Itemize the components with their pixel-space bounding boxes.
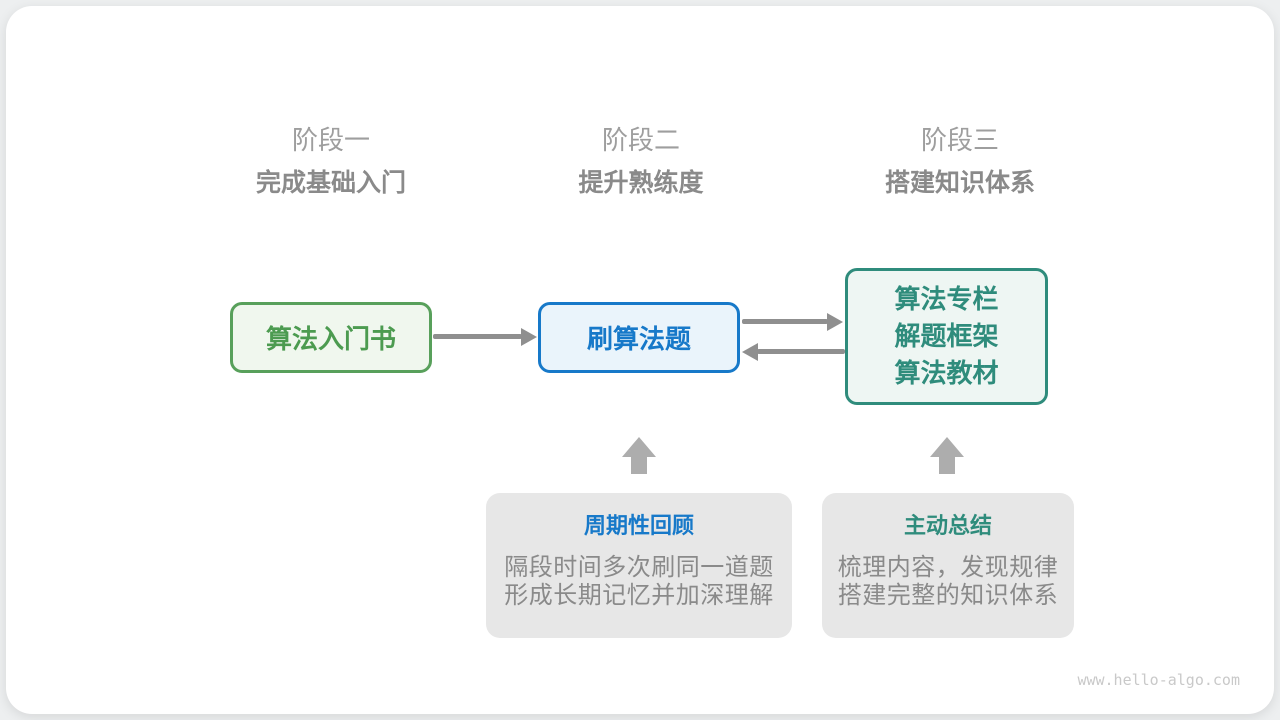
node-resources-line-2: 解题框架 — [894, 321, 999, 351]
up-arrow-2-icon — [930, 437, 964, 457]
note-periodic-review-line-2: 形成长期记忆并加深理解 — [504, 582, 774, 609]
stage-2-label: 阶段二 — [601, 125, 680, 155]
node-practice-problems-label: 刷算法题 — [586, 324, 691, 354]
up-arrow-1-icon — [622, 437, 656, 457]
node-resources-line-3: 算法教材 — [894, 358, 999, 388]
arrow-3-line — [757, 349, 845, 354]
note-active-summary-line-1: 梳理内容，发现规律 — [837, 554, 1059, 581]
up-arrow-2-stem — [939, 456, 955, 474]
node-knowledge-resources: 算法专栏 解题框架 算法教材 — [845, 268, 1048, 405]
stage-1-subtitle: 完成基础入门 — [255, 169, 406, 197]
note-periodic-review-title: 周期性回顾 — [583, 513, 694, 538]
node-intro-book: 算法入门书 — [230, 302, 432, 373]
arrow-1-right-icon — [521, 328, 537, 346]
node-resources-line-1: 算法专栏 — [894, 284, 999, 314]
note-periodic-review-line-1: 隔段时间多次刷同一道题 — [504, 554, 774, 581]
note-active-summary-body: 梳理内容，发现规律 搭建完整的知识体系 — [822, 554, 1074, 610]
node-practice-problems: 刷算法题 — [538, 302, 740, 373]
arrow-3-left-icon — [742, 343, 758, 361]
stage-2-subtitle: 提升熟练度 — [578, 169, 704, 197]
note-active-summary-title: 主动总结 — [903, 513, 992, 538]
note-periodic-review-body: 隔段时间多次刷同一道题 形成长期记忆并加深理解 — [486, 554, 792, 610]
arrow-1-line — [433, 334, 522, 339]
node-intro-book-label: 算法入门书 — [265, 324, 396, 354]
note-periodic-review: 周期性回顾 隔段时间多次刷同一道题 形成长期记忆并加深理解 — [486, 493, 792, 638]
arrow-2-right-icon — [827, 313, 843, 331]
stage-3-subtitle: 搭建知识体系 — [884, 169, 1035, 197]
note-active-summary-line-2: 搭建完整的知识体系 — [837, 582, 1059, 609]
note-active-summary: 主动总结 梳理内容，发现规律 搭建完整的知识体系 — [822, 493, 1074, 638]
stage-3-label: 阶段三 — [920, 125, 999, 155]
stage-1-label: 阶段一 — [291, 125, 370, 155]
up-arrow-1-stem — [631, 456, 647, 474]
watermark: www.hello-algo.com — [1077, 671, 1240, 689]
arrow-2-line — [742, 319, 828, 324]
